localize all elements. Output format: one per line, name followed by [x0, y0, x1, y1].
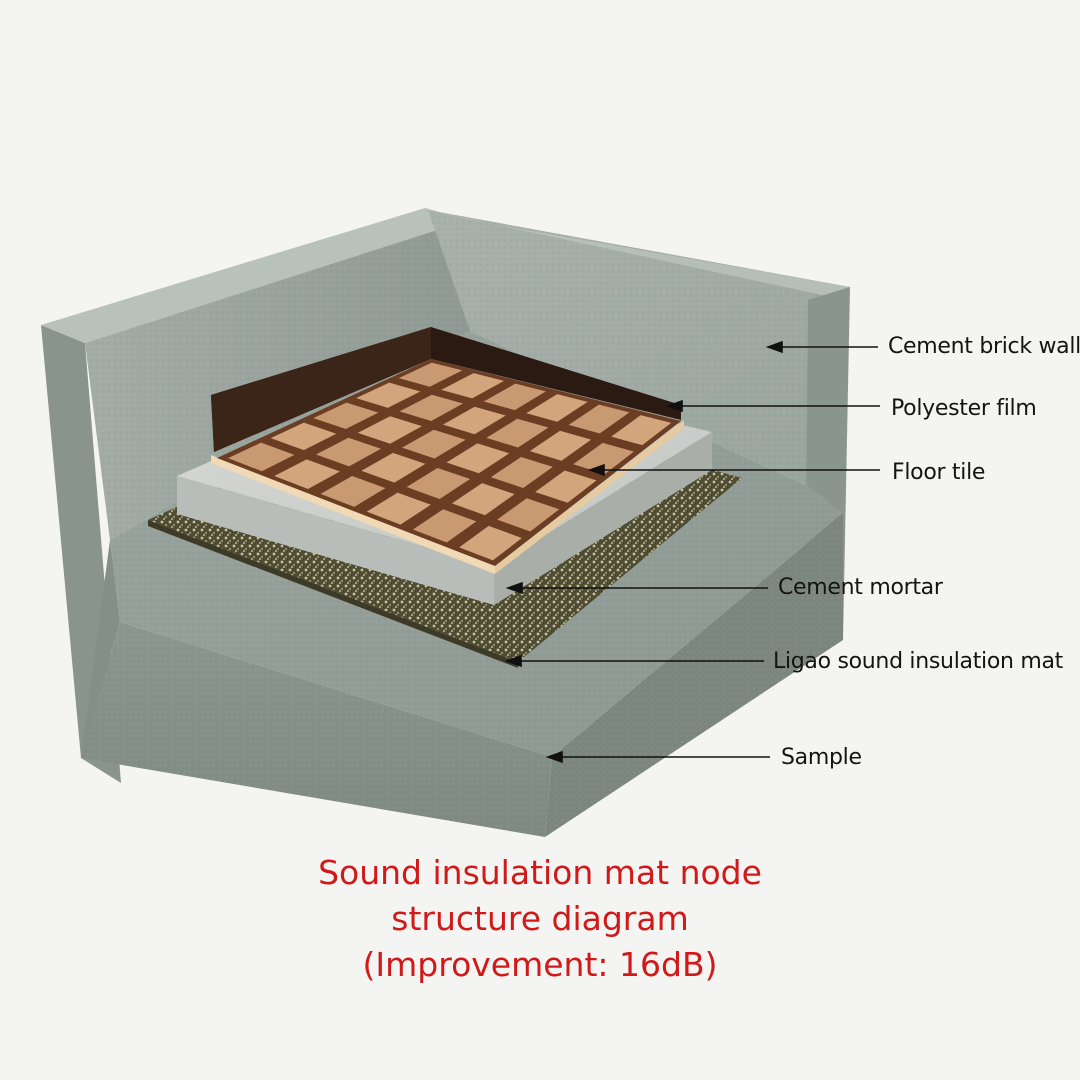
leader-lines — [504, 340, 880, 764]
floor-tile-square — [490, 456, 553, 488]
polyester-film-layer — [211, 327, 681, 452]
floor-tile-square — [402, 429, 466, 459]
label-sound-insulation-mat: Ligao sound insulation mat — [773, 649, 1063, 674]
arrowhead-polyester-film — [665, 399, 683, 413]
arrowhead-cement-mortar — [505, 581, 523, 595]
floor-tile-square — [398, 362, 463, 387]
label-cement-mortar: Cement mortar — [778, 575, 943, 600]
arrowhead-sample — [545, 750, 563, 764]
label-polyester-film: Polyester film — [891, 396, 1037, 421]
diagram-caption: Sound insulation mat node structure diag… — [190, 850, 890, 988]
label-sample: Sample — [781, 745, 862, 770]
floor-tile-square — [526, 394, 588, 422]
arrowhead-sound-insulation-mat — [504, 654, 522, 668]
floor-tile-square — [412, 509, 477, 543]
caption-line-2: structure diagram — [391, 899, 689, 938]
arrowhead-floor-tile — [587, 463, 605, 477]
floor-tile-square — [274, 459, 340, 490]
label-floor-tile: Floor tile — [892, 460, 986, 485]
floor-tile-square — [228, 442, 295, 472]
floor-tile-square — [568, 404, 630, 434]
floor-tile-square — [529, 430, 592, 461]
floor-tile-square — [535, 470, 597, 503]
floor-tile-square — [442, 406, 506, 435]
floor-tile-square — [483, 383, 546, 411]
floor-tile-square — [316, 437, 381, 467]
floor-tile-square — [486, 418, 549, 448]
floor-tile-square — [357, 416, 422, 444]
floor-tile-square — [611, 415, 672, 446]
floor-tile-square — [573, 442, 634, 474]
floor-tile-square — [361, 452, 426, 483]
floor-tile-square — [366, 492, 431, 525]
floor-tile-square — [406, 467, 471, 499]
label-cement-brick-wall: Cement brick wall — [888, 334, 1080, 359]
caption-line-3: (Improvement: 16dB) — [362, 945, 718, 984]
floor-tile-square — [320, 475, 386, 507]
caption-line-1: Sound insulation mat node — [318, 853, 762, 892]
floor-tile-square — [399, 394, 464, 422]
floor-tile-square — [270, 422, 337, 451]
floor-tile-square — [441, 373, 505, 399]
floor-tile-square — [451, 483, 515, 516]
floor-tile-layer — [211, 359, 684, 574]
floor-tile-square — [356, 382, 421, 408]
floor-tile-square — [446, 443, 510, 474]
floor-tile-square — [497, 498, 560, 532]
floor-tile-square — [459, 525, 522, 561]
arrowhead-cement-brick-wall — [765, 340, 783, 354]
floor-tile-square — [313, 402, 379, 429]
